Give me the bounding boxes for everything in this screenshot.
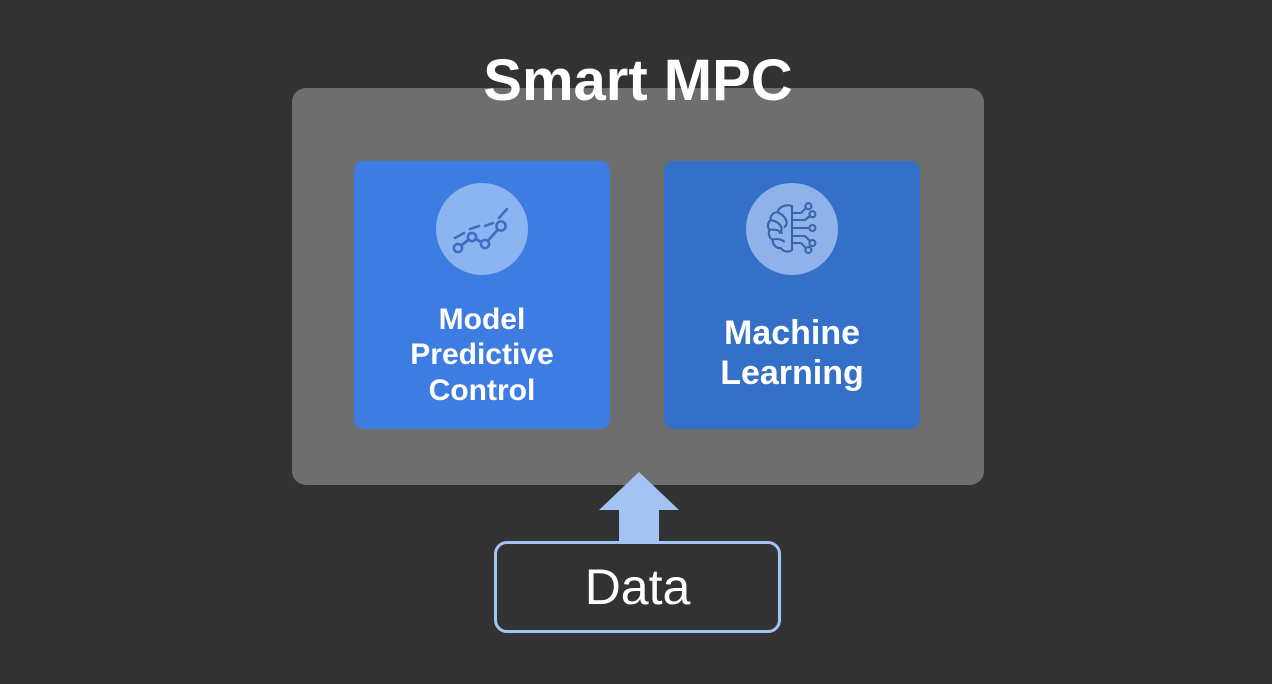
data-flow-arrow — [599, 472, 679, 546]
card-label-mpc-line-1: Model — [438, 303, 526, 336]
line-chart-trend-icon — [452, 207, 509, 254]
card-label-ml-line-2: Learning — [720, 354, 864, 393]
card-label-mpc-line-2: Predictive — [410, 338, 554, 372]
card-label-mpc-line-3: Control — [428, 373, 536, 407]
icon-circle-mpc — [436, 183, 528, 275]
card-label-ml: Machine Learning — [712, 313, 872, 393]
data-node-label: Data — [584, 559, 691, 615]
card-model-predictive-control[interactable]: Model Predictive Control — [354, 161, 610, 429]
ai-brain-circuit-icon — [766, 202, 817, 255]
card-machine-learning[interactable]: Machine Learning — [664, 161, 920, 429]
page-title: Smart MPC — [483, 48, 793, 113]
icon-circle-ml — [746, 183, 838, 275]
data-node[interactable]: Data — [494, 541, 781, 633]
card-label-ml-line-1: Machine — [723, 314, 861, 352]
card-label-mpc: Model Predictive Control — [402, 302, 561, 408]
